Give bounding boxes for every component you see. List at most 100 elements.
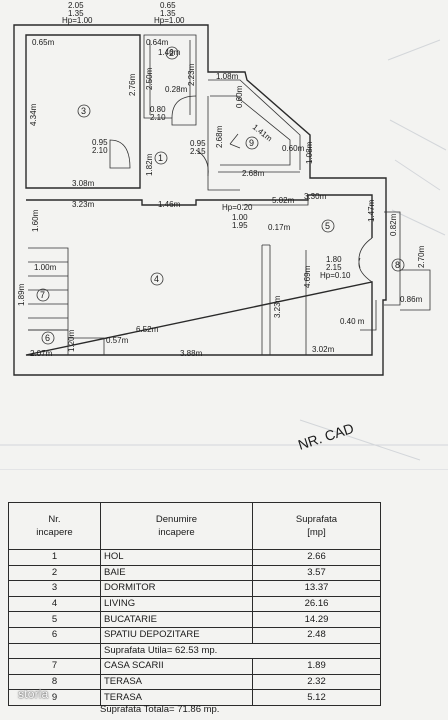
room-markers: 1 2 3 4 5 6 7 8 9 (36, 46, 405, 345)
header-nr: Nr. incapere (8, 502, 101, 550)
dim: 2.76m (128, 73, 137, 96)
top-label-b1: 0.65 (160, 1, 176, 10)
row-name: HOL (100, 549, 253, 566)
header-area: Suprafata [mp] (252, 502, 381, 550)
dim: 1.82m (145, 153, 154, 176)
dim: 3.88m (180, 349, 203, 358)
row-nr: 3 (8, 580, 101, 597)
dim: 3.08m (72, 179, 95, 188)
dim: 1.41m (251, 122, 274, 143)
row-area: 26.16 (252, 595, 381, 613)
row-nr: 1 (8, 549, 101, 566)
dim: 5.02m (272, 196, 295, 205)
dim: 1.46m (158, 48, 181, 57)
background-lines (0, 39, 448, 470)
row-area: 13.37 (252, 580, 381, 597)
dim: 3.23m (273, 295, 282, 318)
dim: 3.02m (312, 345, 335, 354)
dim: 2.68m (215, 125, 224, 148)
dim: 1.00 (232, 213, 248, 222)
dim: 1.47m (367, 199, 376, 222)
dim: 0.57m (106, 336, 129, 345)
row-nr: 7 (8, 658, 101, 675)
room-number-4: 4 (154, 274, 159, 284)
subtotal-row: Suprafata Utila= 62.53 mp. (8, 642, 381, 660)
dim: 0.60m (235, 85, 244, 108)
row-area: 5.12 (252, 689, 381, 706)
dim: 2.50m (145, 67, 154, 90)
row-name: SPATIU DEPOZITARE (100, 626, 253, 644)
row-area: 14.29 (252, 611, 381, 628)
total-area: Suprafata Totala= 71.86 mp. (100, 704, 220, 715)
storia-logo: storia (18, 687, 49, 701)
dim: Hp=0.10 (320, 271, 351, 280)
row-area: 2.48 (252, 626, 381, 644)
watermark: NR. CAD (296, 420, 356, 453)
row-nr: 2 (8, 564, 101, 582)
dim: 3.23m (72, 200, 95, 209)
room-number-3: 3 (81, 106, 86, 116)
dim: 0.80 (150, 105, 166, 114)
dim: 2.23m (187, 63, 196, 86)
dim: 1.08m (216, 72, 239, 81)
top-label-a2: 1.35 (68, 9, 84, 18)
top-label-b2: 1.35 (160, 9, 176, 18)
dim: 0.40 m (340, 317, 365, 326)
row-name: LIVING (100, 595, 253, 613)
row-name: BAIE (100, 564, 253, 582)
dim: 1.80 (326, 255, 342, 264)
row-area: 3.57 (252, 564, 381, 582)
dim: 1.60m (31, 209, 40, 232)
row-name: DORMITOR (100, 580, 253, 597)
row-name: BUCATARIE (100, 611, 253, 628)
row-name: TERASA (100, 673, 253, 691)
room-number-6: 6 (45, 333, 50, 343)
dim: 1.08m (305, 141, 314, 164)
dim: 2.10 (92, 146, 108, 155)
dim: 1.89m (17, 283, 26, 306)
dim: 3.30m (304, 192, 327, 201)
room-number-9: 9 (249, 138, 254, 148)
room-number-5: 5 (325, 221, 330, 231)
row-nr: 6 (8, 626, 101, 644)
top-label-b3: Hp=1.00 (154, 16, 185, 25)
dim: 2.70m (417, 245, 426, 268)
dim: 0.65m (32, 38, 55, 47)
dim: 2.68m (242, 169, 265, 178)
dim: 0.60m (282, 144, 305, 153)
row-nr: 4 (8, 595, 101, 613)
room-number-1: 1 (158, 153, 163, 163)
room-number-7: 7 (40, 290, 45, 300)
dim: 2.07m (30, 349, 53, 358)
dim: 0.95 (92, 138, 108, 147)
floor-plan: NR. CAD 2.05 1.35 Hp=1.00 0.65 1.35 Hp=1… (0, 1, 448, 470)
row-area: 2.66 (252, 549, 381, 566)
dim: 4.34m (29, 103, 38, 126)
dim: 0.17m (268, 223, 291, 232)
dim: 2.15 (190, 147, 206, 156)
dim: Hp=0.20 (222, 203, 253, 212)
top-label-a3: Hp=1.00 (62, 16, 93, 25)
dim: 0.86m (400, 295, 423, 304)
dim: 1.95 (232, 221, 248, 230)
room-number-8: 8 (395, 260, 400, 270)
row-nr: 5 (8, 611, 101, 628)
row-area: 2.32 (252, 673, 381, 691)
dim: 1.00m (34, 263, 57, 272)
room-number-2: 2 (169, 48, 174, 58)
dim: 2.15 (326, 263, 342, 272)
dim: 1.20m (67, 329, 76, 352)
dim: 2.10 (150, 113, 166, 122)
room-area-table: Nr. incapere Denumire incapere Suprafata… (8, 502, 381, 706)
dim: 1.46m (158, 200, 181, 209)
dim: 6.52m (136, 325, 159, 334)
row-area: 1.89 (252, 658, 381, 675)
dim: 0.82m (389, 213, 398, 236)
